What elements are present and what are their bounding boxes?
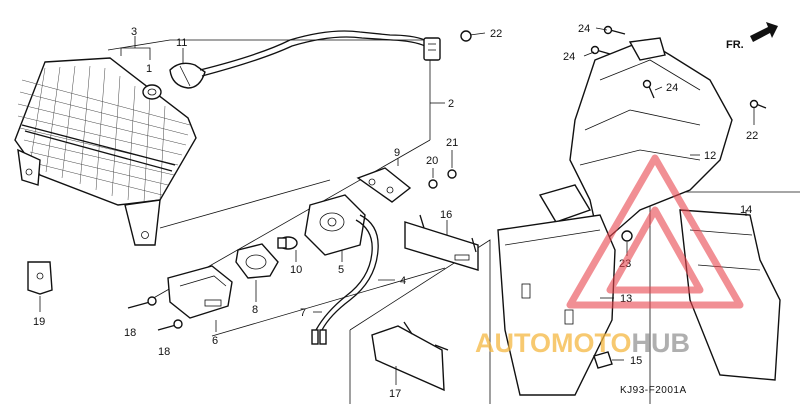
callout-18-upper: 18 — [124, 327, 136, 339]
license-lens-6 — [167, 265, 233, 319]
callout-5: 5 — [338, 264, 344, 276]
figure-code: KJ93-F2001A — [620, 385, 687, 396]
fasteners — [460, 25, 767, 369]
callout-22-top: 22 — [490, 28, 502, 40]
callout-24-right: 24 — [666, 82, 678, 94]
callout-6: 6 — [212, 335, 218, 347]
license-light-base — [304, 194, 379, 345]
callout-21: 21 — [446, 137, 458, 149]
callout-3: 3 — [131, 26, 137, 38]
callout-1: 1 — [146, 63, 152, 75]
frame-lines — [107, 39, 800, 404]
callout-20: 20 — [426, 155, 438, 167]
callout-19: 19 — [33, 316, 45, 328]
callout-9: 9 — [394, 147, 400, 159]
front-direction-indicator: FR. — [726, 22, 778, 51]
watermark-text: AUTOMOTOHUB — [475, 328, 690, 358]
screws-18 — [127, 296, 183, 331]
nuts-20-21 — [428, 169, 457, 189]
callout-2: 2 — [448, 98, 454, 110]
direction-label: FR. — [726, 39, 744, 51]
callout-12: 12 — [704, 150, 716, 162]
callout-4: 4 — [400, 275, 406, 287]
gasket-9 — [356, 167, 412, 203]
callout-14: 14 — [740, 204, 752, 216]
reflector-17 — [371, 321, 449, 392]
callout-8: 8 — [252, 304, 258, 316]
callout-17: 17 — [389, 388, 401, 400]
arrow-right-icon — [750, 22, 778, 42]
callout-24-top: 24 — [578, 23, 590, 35]
watermark-logo — [566, 154, 744, 309]
callout-18-lower: 18 — [158, 346, 170, 358]
lower-fender-13 — [497, 214, 616, 396]
callout-16: 16 — [440, 209, 452, 221]
license-bracket-16 — [404, 214, 479, 271]
callout-7: 7 — [300, 307, 306, 319]
watermark: AUTOMOTOHUB — [475, 154, 744, 358]
callout-24-mid: 24 — [563, 51, 575, 63]
bulb-socket-assembly — [142, 30, 441, 100]
clip-19 — [27, 261, 53, 295]
callout-15: 15 — [630, 355, 642, 367]
bulb-10 — [277, 236, 298, 250]
rear-fender-12 — [538, 37, 733, 247]
gasket-8 — [235, 243, 279, 279]
leader-lines — [39, 27, 755, 385]
tail-light-lens — [14, 57, 197, 246]
callout-22-right: 22 — [746, 130, 758, 142]
callout-10: 10 — [290, 264, 302, 276]
callout-11: 11 — [176, 37, 187, 49]
fender-extension-14 — [679, 209, 781, 381]
